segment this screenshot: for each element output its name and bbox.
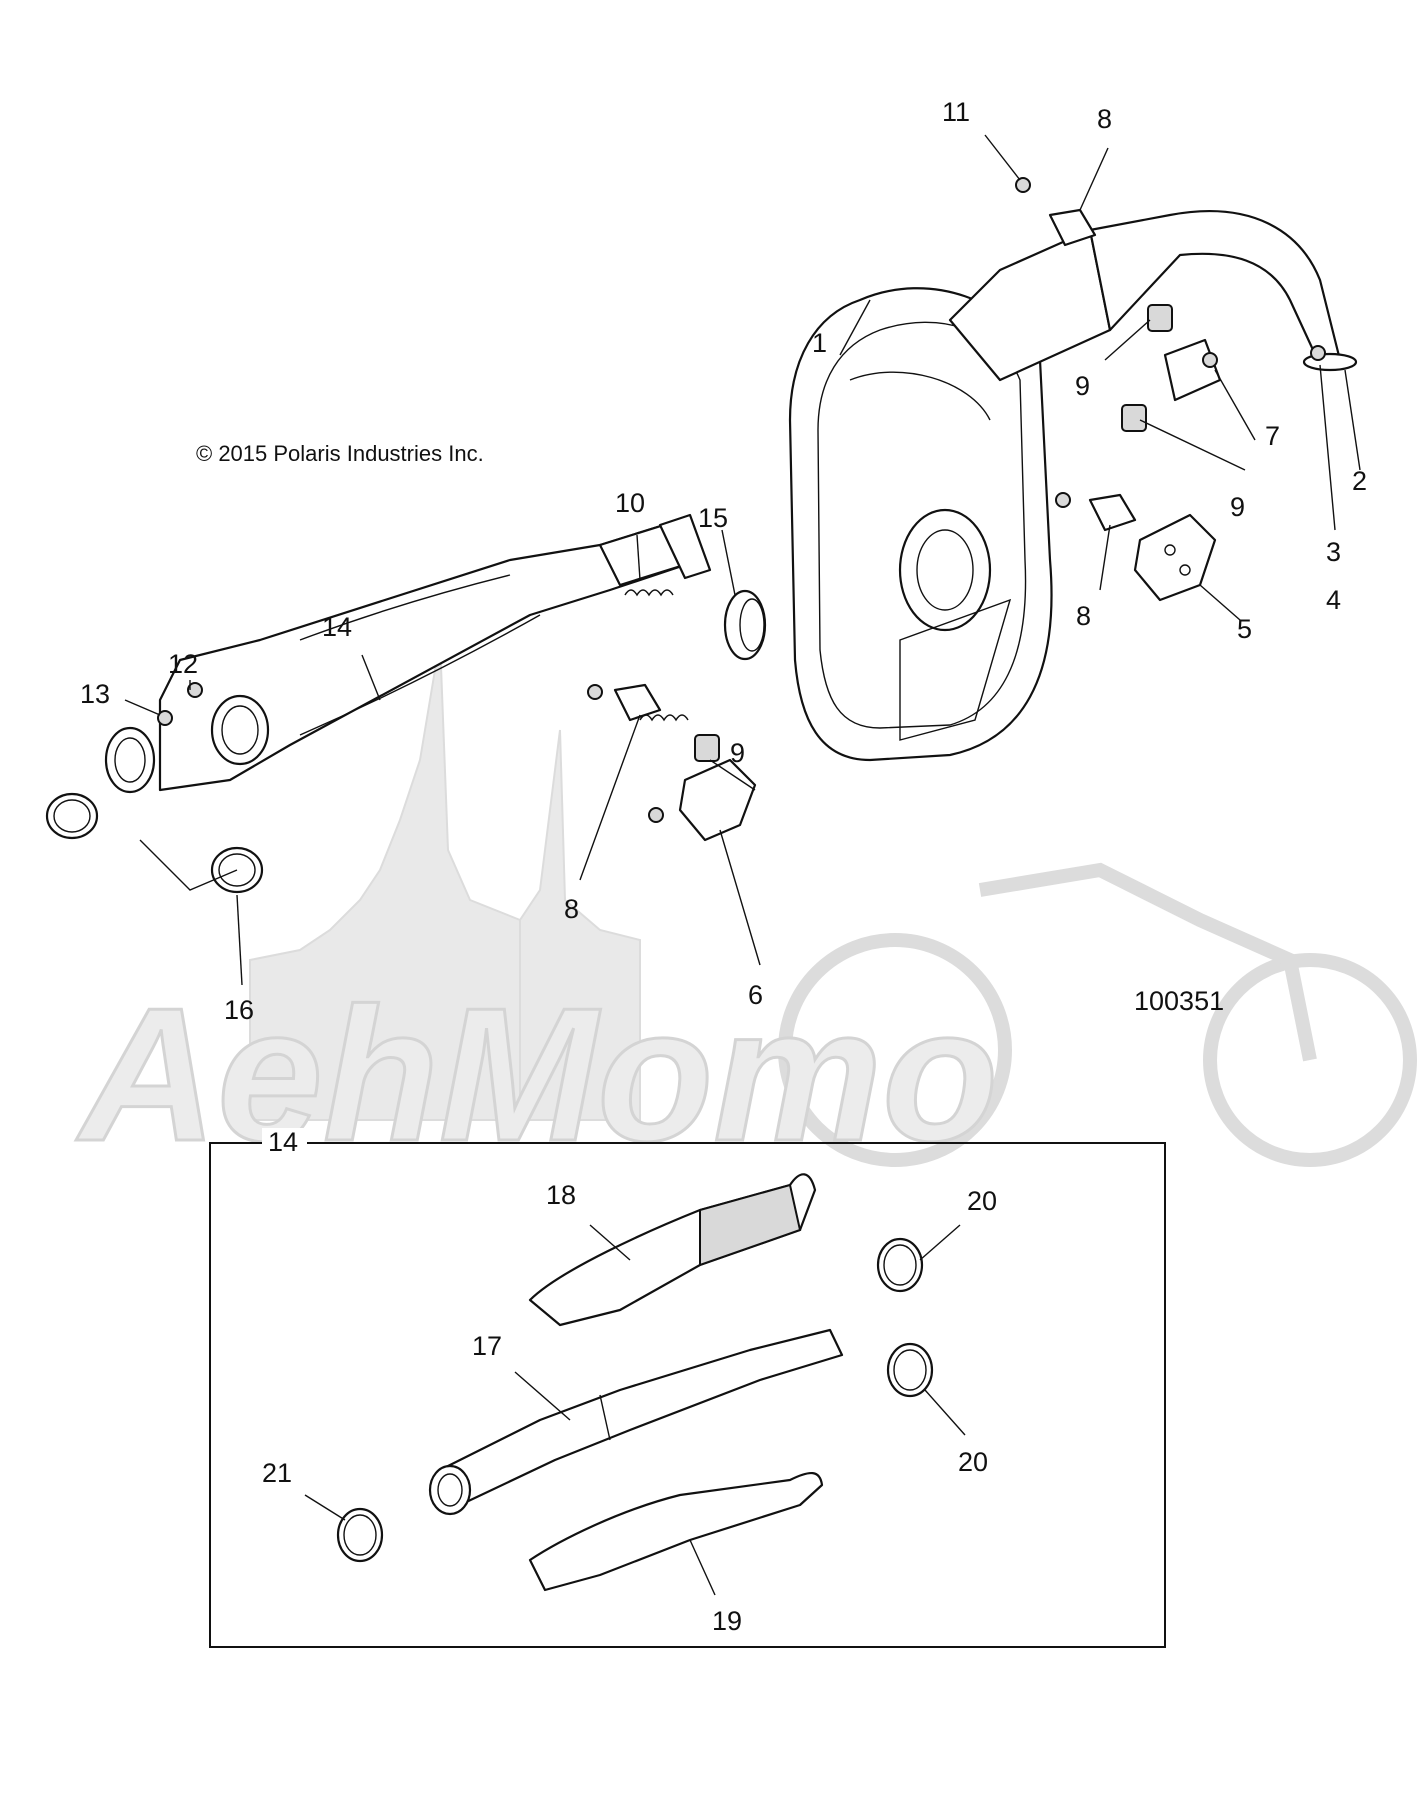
hanger-clip	[613, 683, 662, 722]
callout-18: 18	[546, 1180, 576, 1210]
callout-15: 15	[698, 503, 728, 533]
drawing-id: 100351	[1134, 986, 1224, 1016]
copyright-notice: © 2015 Polaris Industries Inc.	[196, 441, 484, 466]
inset-frame	[209, 1142, 1166, 1648]
callout-8: 8	[1076, 601, 1091, 631]
callout-9: 9	[1230, 492, 1245, 522]
heat-shield-upper	[528, 1173, 817, 1327]
callout-16: 16	[224, 995, 254, 1025]
nut	[1015, 177, 1031, 193]
muffler	[788, 210, 1358, 762]
callout-10: 10	[615, 488, 645, 518]
hanger-clip	[1088, 493, 1137, 532]
callout-3: 3	[1326, 537, 1341, 567]
callout-14: 14	[322, 612, 352, 642]
callout-17: 17	[472, 1331, 502, 1361]
nut	[157, 710, 173, 726]
hanger-clip	[1048, 208, 1097, 247]
spring	[624, 589, 689, 722]
callout-9: 9	[730, 738, 745, 768]
heat-shield-lower	[528, 1472, 824, 1592]
inset-label: 14	[268, 1127, 298, 1157]
nut	[187, 682, 203, 698]
nut	[587, 684, 603, 700]
callout-5: 5	[1237, 614, 1252, 644]
callout-8: 8	[564, 894, 579, 924]
mid-pipe	[104, 513, 712, 794]
band-clamp	[336, 1507, 384, 1563]
callout-9: 9	[1075, 371, 1090, 401]
rubber-isolator	[1147, 304, 1173, 332]
band-clamp	[886, 1342, 934, 1398]
callout-19: 19	[712, 1606, 742, 1636]
nut	[648, 807, 664, 823]
watermark: AеhMomo	[75, 639, 1417, 1183]
callout-21: 21	[262, 1458, 292, 1488]
callout-labels: 1 2 3 4 5 6 7 8 8 8 9 9 9 10 11 12 13 14…	[80, 97, 1367, 1636]
callout-11: 11	[942, 97, 970, 127]
callout-2: 2	[1352, 466, 1367, 496]
bracket	[678, 758, 757, 842]
callout-20: 20	[958, 1447, 988, 1477]
callout-13: 13	[80, 679, 110, 709]
bolt	[1310, 345, 1326, 361]
band-clamp	[876, 1237, 924, 1293]
callout-6: 6	[748, 980, 763, 1010]
leader-lines	[124, 134, 1361, 1596]
bracket	[1163, 338, 1222, 402]
inner-pipe	[428, 1328, 844, 1516]
bolt	[1202, 352, 1218, 368]
callout-1: 1	[812, 328, 827, 358]
rubber-isolator	[694, 734, 720, 762]
callout-7: 7	[1265, 421, 1280, 451]
callout-4: 4	[1326, 585, 1341, 615]
nut	[1055, 492, 1071, 508]
callout-8: 8	[1097, 104, 1112, 134]
watermark-text: AеhMomo	[76, 969, 998, 1181]
callout-20: 20	[967, 1186, 997, 1216]
seal-ring	[723, 589, 767, 661]
callout-12: 12	[168, 649, 198, 679]
rubber-isolator	[1121, 404, 1147, 432]
